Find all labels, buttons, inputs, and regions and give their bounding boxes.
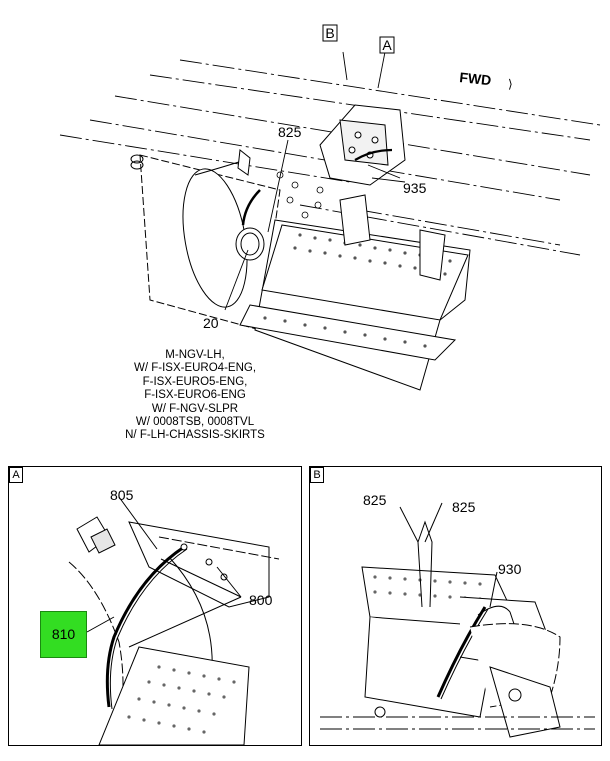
bolts bbox=[276, 171, 324, 219]
callout-930: 930 bbox=[498, 561, 522, 577]
view-marker-a-box bbox=[379, 36, 395, 54]
view-marker-a: A bbox=[382, 37, 392, 53]
note-line: F-ISX-EURO6-ENG bbox=[144, 389, 246, 402]
note-line: N/ F-LH-CHASSIS-SKIRTS bbox=[125, 429, 265, 442]
callout-825-left: 825 bbox=[363, 492, 387, 508]
step-assembly bbox=[239, 194, 471, 391]
callout-935: 935 bbox=[403, 180, 427, 196]
detail-b-illustration: 825 825 930 bbox=[320, 492, 595, 738]
callout-805: 805 bbox=[110, 487, 134, 503]
view-marker-b-box bbox=[322, 24, 338, 42]
crossmember-bracket bbox=[319, 104, 406, 186]
fwd-arrow-icon: ⟩ bbox=[508, 77, 513, 91]
detail-b-tag: B bbox=[310, 467, 324, 483]
callout-825-main: 825 bbox=[278, 124, 302, 140]
note-line: W/ 0008TSB, 0008TVL bbox=[135, 416, 255, 429]
detail-a-tag: A bbox=[9, 467, 23, 483]
view-marker-b: B bbox=[325, 25, 334, 41]
detail-a-panel: 805 800 A bbox=[8, 466, 302, 746]
callout-825-right: 825 bbox=[452, 499, 476, 515]
note-line: W/ F-NGV-SLPR bbox=[151, 402, 239, 415]
applicability-note: M-NGV-LH, W/ F-ISX-EURO4-ENG, F-ISX-EURO… bbox=[110, 349, 280, 443]
fuel-tank bbox=[130, 149, 281, 331]
note-line: F-ISX-EURO5-ENG, bbox=[142, 375, 248, 388]
fwd-label: FWD bbox=[459, 69, 492, 88]
detail-b-panel: 825 825 930 B bbox=[309, 466, 602, 746]
note-line: W/ F-ISX-EURO4-ENG, bbox=[133, 362, 257, 375]
callout-20: 20 bbox=[203, 315, 219, 331]
callout-800: 800 bbox=[249, 592, 273, 608]
leader-lines-main bbox=[224, 51, 406, 311]
callout-810-highlight: 810 bbox=[40, 611, 87, 658]
detail-a-illustration: 805 800 bbox=[68, 487, 280, 745]
note-line: M-NGV-LH, bbox=[165, 349, 225, 361]
